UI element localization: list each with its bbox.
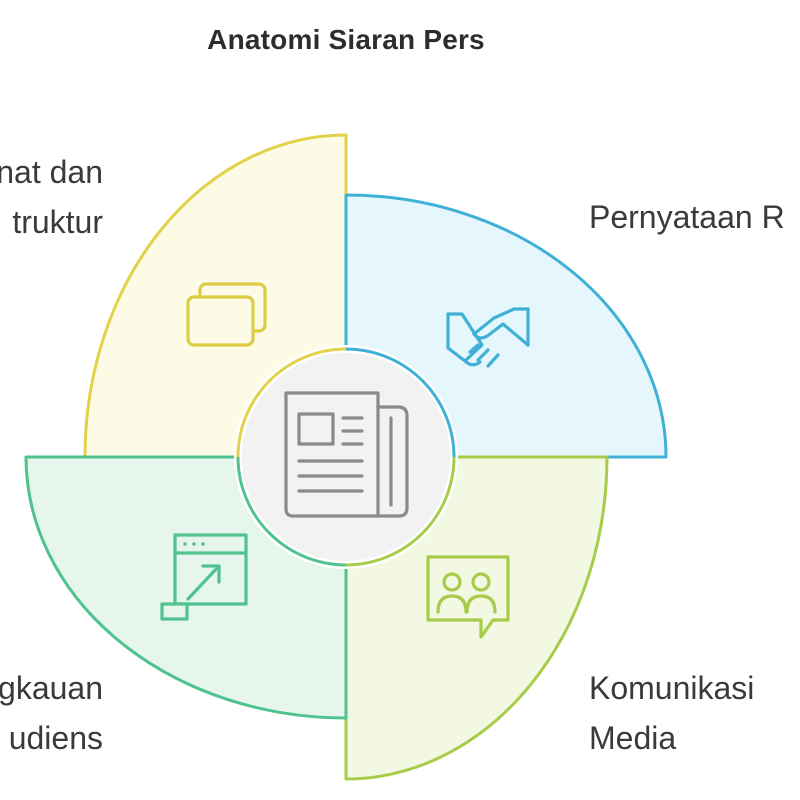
segment-label-line: Pernyataan R <box>589 199 785 235</box>
segment-label-line: Komunikasi <box>589 670 755 706</box>
browser-expand-icon <box>160 533 248 621</box>
segment-label-top-left: nat dan truktur <box>0 147 103 247</box>
segment-label-line: Media <box>589 720 677 756</box>
diagram-title: Anatomi Siaran Pers <box>207 24 485 55</box>
newspaper-icon <box>284 391 409 518</box>
people-chat-icon <box>426 555 510 639</box>
segment-label-line: udiens <box>8 720 103 756</box>
documents-icon <box>186 282 267 347</box>
segment-label-line: gkauan <box>0 670 103 706</box>
segment-label-line: nat dan <box>0 154 103 190</box>
segment-label-bottom-right: Komunikasi Media <box>589 663 754 763</box>
handshake-icon <box>446 307 530 368</box>
segment-label-bottom-left: gkauan udiens <box>0 663 103 763</box>
segment-label-line: truktur <box>12 204 103 240</box>
segment-label-top-right: Pernyataan R <box>589 192 785 242</box>
